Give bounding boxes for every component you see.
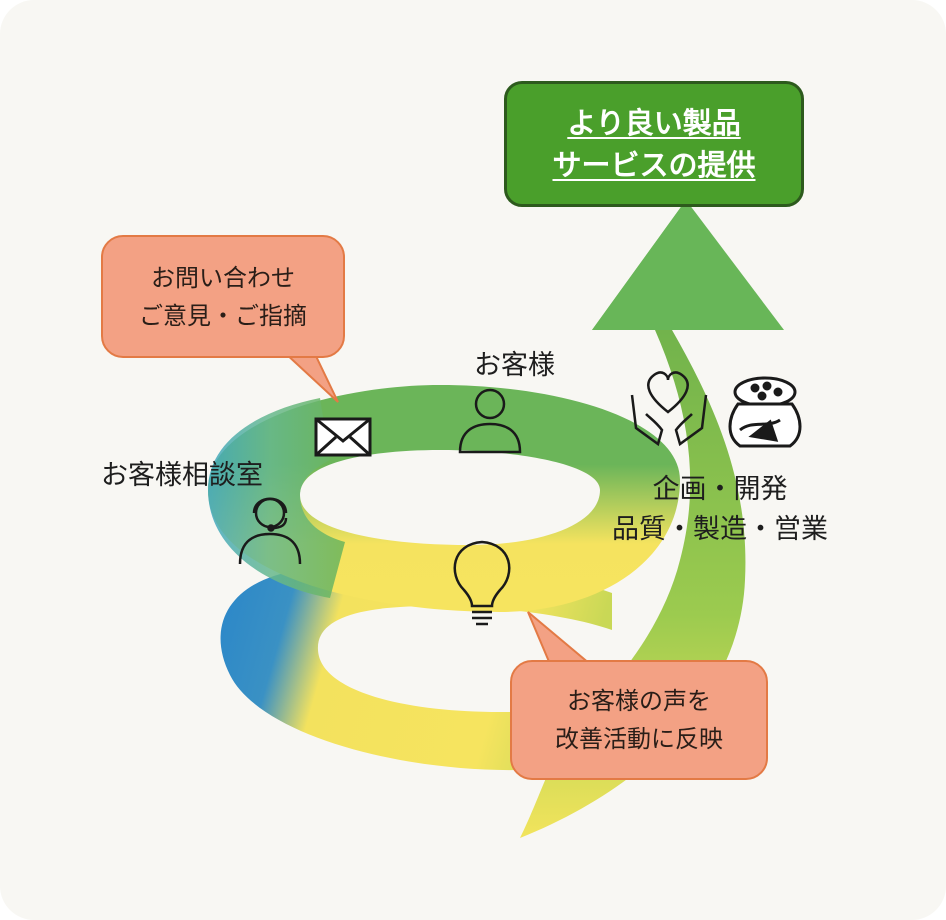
arrow-head [592,200,784,330]
goal-line-1: より良い製品 [567,106,741,140]
heart-hands-icon [630,371,708,447]
support-center-label: お客様相談室 [101,460,263,491]
headset-operator-icon [238,497,302,565]
improvement-line-1: お客様の声を [567,687,711,715]
departments-line-1: 企画・開発 [652,474,788,505]
envelope-icon [314,417,372,457]
person-icon [458,388,522,454]
inquiry-bubble: お問い合わせ ご意見・ご指摘 [101,235,345,358]
departments-label: 企画・開発 品質・製造・営業 [600,470,840,550]
seed-bag-icon [728,376,802,448]
goal-line-2: サービスの提供 [552,148,756,182]
light-bulb-icon [453,540,511,626]
goal-box: より良い製品 サービスの提供 [504,81,804,207]
customer-label: お客様 [474,350,555,381]
inquiry-line-2: ご意見・ご指摘 [139,301,307,330]
inquiry-line-1: お問い合わせ [151,263,295,292]
departments-line-2: 品質・製造・営業 [612,514,828,545]
improvement-line-2: 改善活動に反映 [555,725,723,753]
improvement-bubble: お客様の声を 改善活動に反映 [510,660,768,780]
bubble-inquiry-tail [281,351,339,403]
